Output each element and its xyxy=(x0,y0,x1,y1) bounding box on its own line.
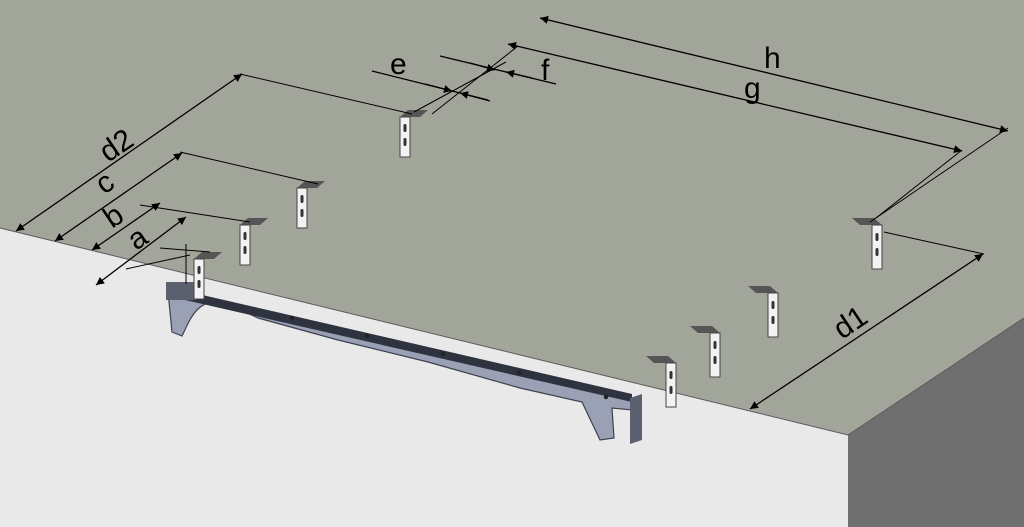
bracket xyxy=(399,110,428,158)
label-f: f xyxy=(541,54,550,87)
rail-end-left xyxy=(166,282,196,300)
bracket xyxy=(296,181,325,229)
dim-line-d1 xyxy=(749,253,984,410)
bracket xyxy=(646,356,677,408)
bracket xyxy=(852,218,883,270)
label-h: h xyxy=(764,42,781,75)
curtain-rail xyxy=(166,282,642,444)
rail-hole xyxy=(289,315,295,321)
rail-hole xyxy=(516,370,522,376)
dim-line-d2 xyxy=(15,73,243,232)
bracket xyxy=(690,326,721,378)
bracket xyxy=(239,218,268,266)
rail-hole xyxy=(364,333,370,339)
dimension-lines xyxy=(15,15,1009,410)
rail-hole xyxy=(603,394,609,400)
label-e: e xyxy=(390,48,407,81)
rail-hole xyxy=(440,351,446,357)
label-g: g xyxy=(744,72,761,105)
dim-line-h xyxy=(539,15,1009,134)
rail-end-right xyxy=(630,394,642,444)
bracket xyxy=(193,252,222,300)
